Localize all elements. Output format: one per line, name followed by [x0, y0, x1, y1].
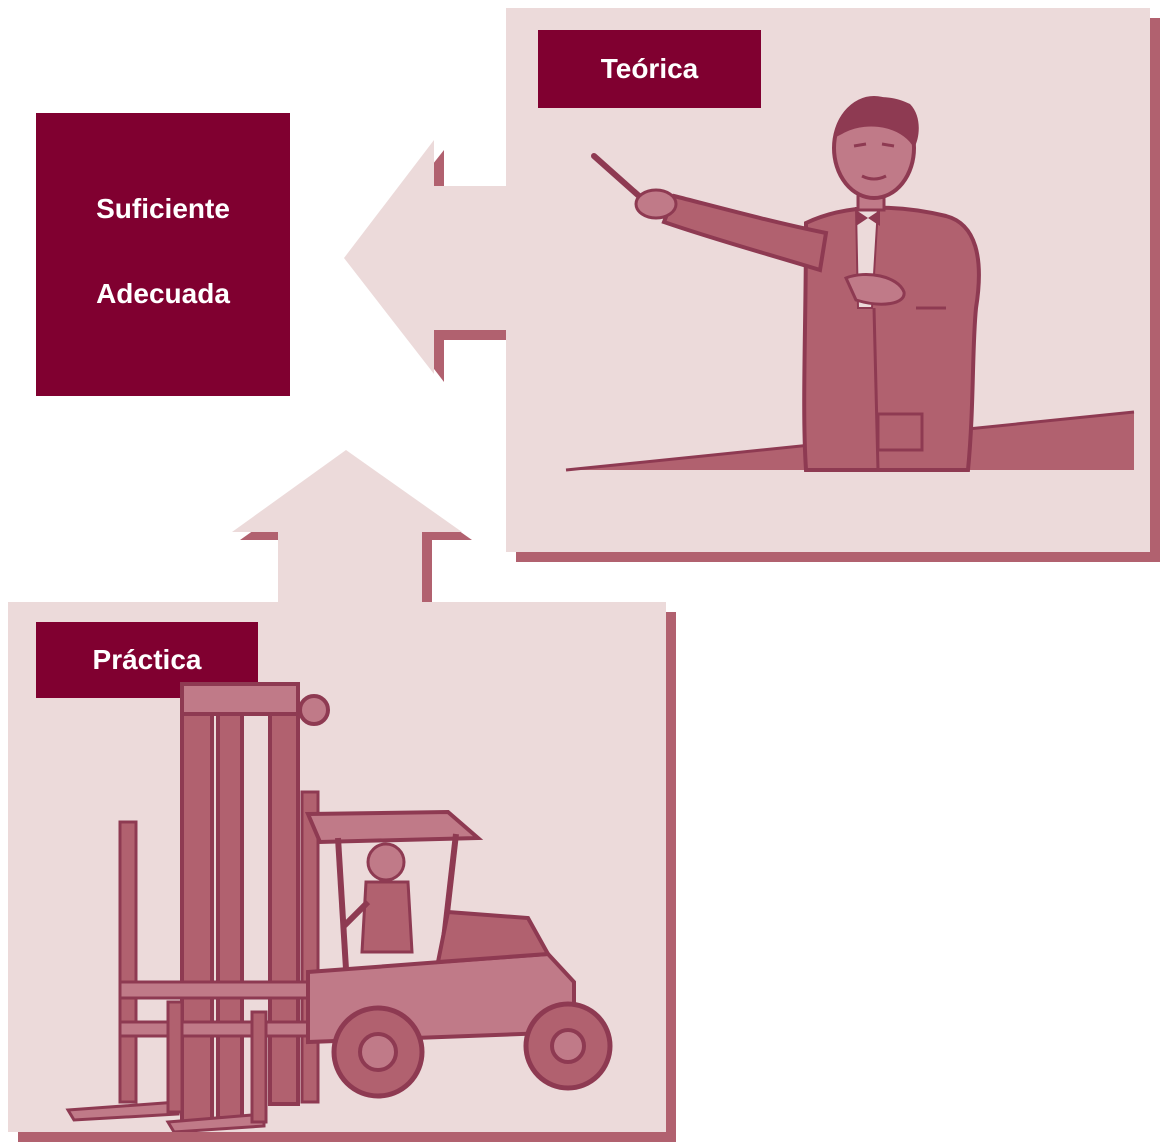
theory-label: Teórica — [538, 30, 761, 108]
practice-panel: Práctica — [8, 602, 666, 1132]
up-arrow — [232, 450, 462, 608]
left-arrow — [344, 140, 510, 374]
theory-panel: Teórica — [506, 8, 1150, 552]
result-box: Suficiente Adecuada — [36, 113, 290, 396]
result-line-adecuada: Adecuada — [96, 278, 230, 309]
teacher-with-pointer-icon — [565, 96, 1135, 472]
forklift-operator-icon — [65, 682, 613, 1132]
result-line-suficiente: Suficiente — [96, 193, 230, 224]
